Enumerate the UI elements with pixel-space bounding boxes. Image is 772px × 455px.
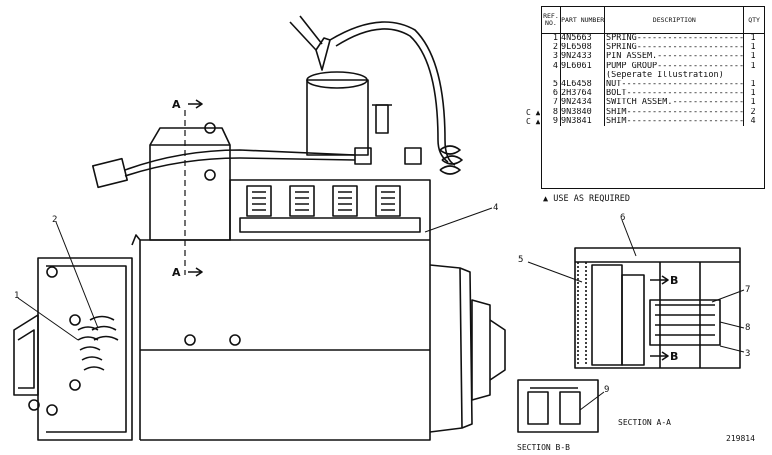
ref-cell: 8 <box>552 107 558 117</box>
callout-6: 6 <box>620 213 625 223</box>
part-number-cell: 9N3840 <box>561 107 592 117</box>
table-row: 14N5663SPRING---------------------------… <box>542 34 764 43</box>
header-ref-no: REF. NO. <box>542 7 561 33</box>
qty-cell: 2 <box>750 107 756 117</box>
description-cell: PIN ASSEM.------------------------------… <box>606 52 743 62</box>
section-aa-caption: SECTION A-A <box>618 418 671 427</box>
header-part-number: PART NUMBER <box>561 7 606 33</box>
description-cell: (Seperate Illustration) <box>606 70 724 80</box>
description-cell: NUT------------------------------- <box>606 79 743 89</box>
part-number-cell: 4L6458 <box>561 79 592 89</box>
part-number-cell: 9L6061 <box>561 61 592 71</box>
parts-table-body: 14N5663SPRING---------------------------… <box>526 34 764 126</box>
qty-cell: 1 <box>750 98 756 108</box>
qty-cell: 1 <box>750 43 756 53</box>
qty-cell: 1 <box>750 34 756 43</box>
qty-cell: 4 <box>750 116 756 126</box>
section-a-top-marker: A <box>172 98 181 111</box>
description-cell: SPRING------------------------------- <box>606 34 743 43</box>
parts-table-header: REF. NO. PART NUMBER DESCRIPTION QTY <box>542 7 764 34</box>
header-description: DESCRIPTION <box>605 7 745 33</box>
ref-cell: 6 <box>552 89 558 99</box>
section-a-bottom-marker: A <box>172 266 181 279</box>
ref-cell: 5 <box>552 79 558 89</box>
part-number-cell: 9L6508 <box>561 43 592 53</box>
ref-cell: 4 <box>552 61 558 71</box>
callout-2: 2 <box>52 215 57 225</box>
part-number-cell: 9N2434 <box>561 98 592 108</box>
description-cell: SHIM------------------------------- <box>606 116 743 126</box>
section-bb-caption: SECTION B-B <box>517 443 570 452</box>
table-row: (Seperate Illustration) <box>542 71 764 80</box>
part-number-cell: 9N3841 <box>561 116 592 126</box>
callout-1: 1 <box>14 291 19 301</box>
qty-cell: 1 <box>750 79 756 89</box>
figure-number: 219814 <box>726 434 755 443</box>
section-aa-detail <box>574 247 741 369</box>
spring-callout-area <box>77 315 119 371</box>
ref-cell: 3 <box>552 52 558 62</box>
qty-cell: 1 <box>750 52 756 62</box>
use-as-required-note: ▲ USE AS REQUIRED <box>543 194 630 204</box>
callout-5: 5 <box>518 255 523 265</box>
section-b-bottom-marker: B <box>670 350 678 363</box>
leader-lines <box>17 207 745 411</box>
callout-3: 3 <box>745 349 750 359</box>
ref-cell: 2 <box>552 43 558 53</box>
callout-9: 9 <box>604 385 609 395</box>
callout-4: 4 <box>493 203 498 213</box>
qty-cell: 1 <box>750 61 756 71</box>
part-number-cell: 9N2433 <box>561 52 592 62</box>
description-cell: SHIM------------------------------- <box>606 107 743 117</box>
callout-8: 8 <box>745 323 750 333</box>
part-number-cell: 4N5663 <box>561 34 592 43</box>
ref-cell: 9 <box>552 116 558 126</box>
use-as-required-marker: C ▲ <box>526 116 541 126</box>
description-cell: SWITCH ASSEM.---------------------------… <box>606 98 743 108</box>
section-b-top-marker: B <box>670 274 678 287</box>
description-cell: PUMP GROUP------------------------------… <box>606 61 743 71</box>
qty-cell: 1 <box>750 89 756 99</box>
callout-7: 7 <box>745 285 750 295</box>
header-qty: QTY <box>748 15 760 24</box>
use-as-required-marker: C ▲ <box>526 107 541 117</box>
description-cell: SPRING------------------------------- <box>606 43 743 53</box>
section-bb-detail <box>517 379 599 433</box>
part-number-cell: 2H3764 <box>561 89 592 99</box>
description-cell: BOLT------------------------------- <box>606 89 743 99</box>
ref-cell: 1 <box>552 34 558 43</box>
ref-cell: 7 <box>552 98 558 108</box>
pump-housing <box>13 15 506 441</box>
